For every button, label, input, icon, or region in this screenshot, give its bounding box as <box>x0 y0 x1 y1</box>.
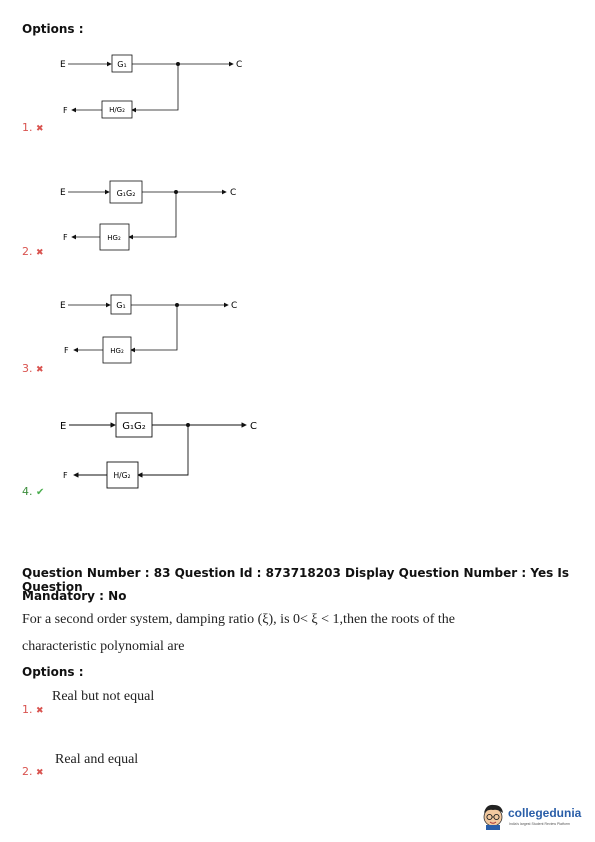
output-label-c: C <box>230 188 236 198</box>
wrong-mark-icon: ✖ <box>36 248 44 258</box>
forward-block <box>110 294 132 315</box>
block-diagram-option-2: E G₁G₂ C HG₂ F <box>60 180 236 251</box>
forward-block <box>115 412 153 438</box>
block-diagram-option-3: E G₁ C HG₂ F <box>60 294 237 364</box>
input-label-e: E <box>60 60 66 70</box>
feedback-block <box>106 461 139 489</box>
option-number: 4. <box>22 485 33 498</box>
options-heading: Options : <box>22 665 84 679</box>
feedback-block-label: H/G₂ <box>109 106 125 114</box>
question-meta-line-1: Question Number : 83 Question Id : 87371… <box>22 566 570 594</box>
wrong-mark-icon: ✖ <box>36 124 44 134</box>
mascot-icon <box>483 804 503 830</box>
forward-block <box>111 54 133 73</box>
text-option-2-number: 2. ✖ <box>22 765 44 778</box>
logo-name: collegedunia <box>508 806 582 820</box>
option-1-text: Real but not equal <box>52 689 155 704</box>
wrong-mark-icon: ✖ <box>36 768 44 778</box>
option-number: 1. <box>22 121 33 134</box>
feedback-block-label: H/G₂ <box>114 471 131 480</box>
option-2-number: 2. ✖ <box>22 245 44 258</box>
correct-mark-icon: ✔ <box>36 487 45 498</box>
feedback-label-f: F <box>63 233 68 242</box>
output-label-c: C <box>236 60 242 70</box>
output-label-c: C <box>250 421 257 432</box>
option-number: 2. <box>22 245 33 258</box>
logo-tagline: India's largest Student Review Platform <box>509 822 570 826</box>
input-label-e: E <box>60 188 66 198</box>
block-diagram-option-1: E G₁ C H/G₂ F <box>60 54 242 119</box>
question-text-line-2: characteristic polynomial are <box>22 639 185 654</box>
forward-block-label: G₁G₂ <box>117 189 136 198</box>
option-1-number: 1. ✖ <box>22 121 44 134</box>
feedback-block <box>99 223 130 251</box>
feedback-label-f: F <box>64 346 69 355</box>
option-4-number: 4. ✔ <box>22 485 44 498</box>
feedback-block-label: HG₂ <box>107 234 121 242</box>
input-label-e: E <box>60 421 66 432</box>
feedback-label-f: F <box>63 471 68 480</box>
option-number: 2. <box>22 765 33 778</box>
feedback-block-label: HG₂ <box>110 347 124 355</box>
feedback-label-f: F <box>63 106 68 115</box>
wrong-mark-icon: ✖ <box>36 365 44 375</box>
option-3-number: 3. ✖ <box>22 362 44 375</box>
collegedunia-logo: collegedunia India's largest Student Rev… <box>480 802 590 832</box>
option-2-text: Real and equal <box>55 752 139 767</box>
question-text-line-1: For a second order system, damping ratio… <box>22 612 456 627</box>
block-diagram-option-4: E G₁G₂ C H/G₂ F <box>60 412 257 489</box>
feedback-block <box>102 336 132 364</box>
output-label-c: C <box>231 301 237 311</box>
forward-block-label: G₁ <box>116 301 125 310</box>
forward-block-label: G₁G₂ <box>122 421 146 432</box>
wrong-mark-icon: ✖ <box>36 706 44 716</box>
feedback-block <box>101 100 133 119</box>
options-heading: Options : <box>22 22 84 36</box>
text-option-1-number: 1. ✖ <box>22 703 44 716</box>
option-number: 1. <box>22 703 33 716</box>
input-label-e: E <box>60 301 66 311</box>
question-meta-line-2: Mandatory : No <box>22 589 127 603</box>
forward-block-label: G₁ <box>117 60 126 69</box>
option-number: 3. <box>22 362 33 375</box>
